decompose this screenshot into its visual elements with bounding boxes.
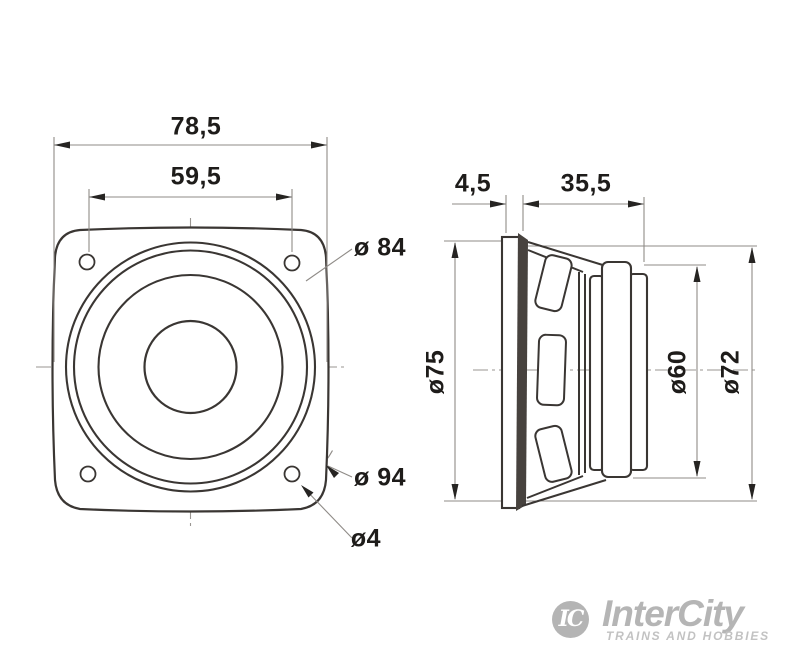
basket-windows	[534, 254, 573, 483]
logo-brand-name: InterCity	[602, 593, 744, 634]
mounting-hole-bottom-left	[79, 465, 97, 483]
intercity-ic-icon: IC	[552, 601, 589, 638]
leader-corner-circle	[327, 465, 353, 478]
dim-label-hole-diameter: ø4	[350, 524, 382, 553]
dim-label-hole-spacing: 59,5	[170, 162, 222, 191]
magnet-ring	[600, 260, 633, 479]
dim-label-front-diameter: ø75	[421, 349, 450, 395]
mounting-hole-top-left	[78, 253, 96, 271]
dim-78-5-lines	[53, 137, 328, 362]
logo-tagline: TRAINS AND HOBBIES	[606, 629, 770, 643]
dim-label-corner-circle: ø 94	[353, 463, 407, 492]
front-view-arrowheads	[54, 141, 339, 498]
dim-label-rim-diameter: ø72	[716, 349, 745, 395]
front-view	[36, 137, 353, 539]
frame-outline	[51, 226, 330, 513]
dust-cap-circle	[143, 319, 238, 415]
mounting-hole-top-right	[283, 254, 301, 272]
side-view	[444, 195, 758, 511]
leader-bolt-circle	[305, 248, 353, 282]
cone-circle	[97, 273, 284, 461]
intercity-logo: IC InterCity TRAINS AND HOBBIES	[548, 593, 788, 652]
dim-label-magnet-diameter: ø60	[663, 349, 692, 395]
dim-label-overall-width: 78,5	[170, 112, 222, 141]
dim-label-mounting-depth: 35,5	[560, 169, 612, 198]
dim-label-flange-thickness: 4,5	[454, 169, 492, 198]
rim-inner-circle	[72, 249, 309, 485]
mounting-hole-bottom-right	[283, 465, 301, 483]
side-dimension-lines	[452, 203, 753, 499]
corner-circle-dashed-arc	[277, 450, 334, 509]
dim-59-5-lines	[88, 189, 293, 252]
side-view-arrowheads	[451, 200, 756, 500]
gasket-edge	[516, 233, 528, 511]
rim-outer-circle	[64, 241, 317, 493]
leader-hole-diameter	[302, 486, 353, 539]
side-extension-lines	[444, 195, 757, 502]
dim-label-bolt-circle: ø 84	[353, 233, 407, 262]
